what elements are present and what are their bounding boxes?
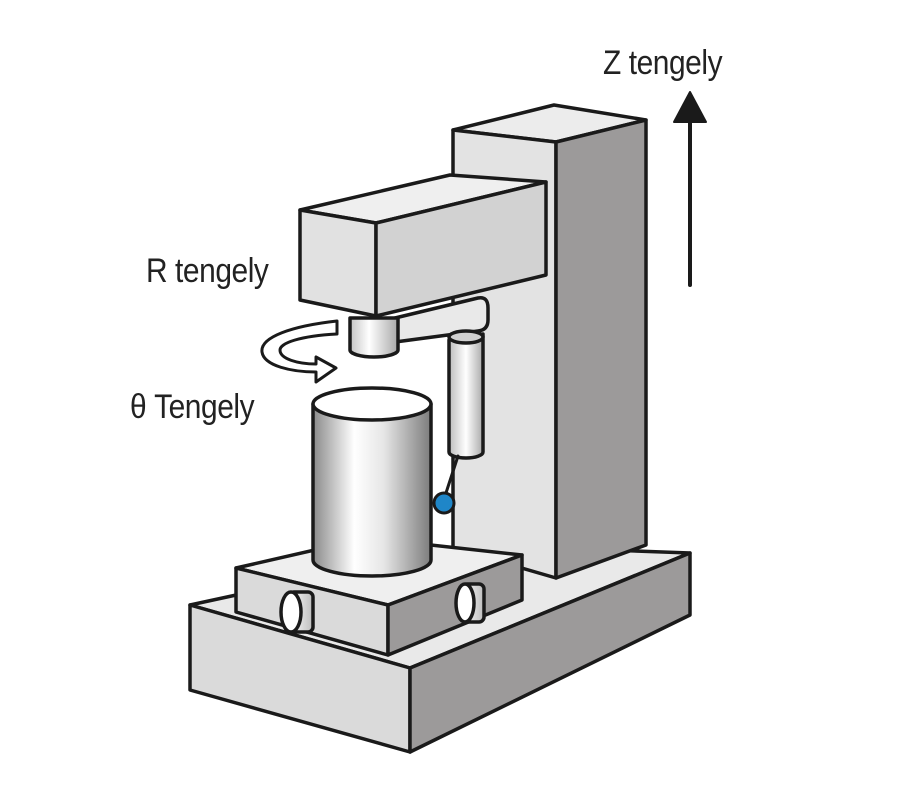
stylus-stem [443,454,460,498]
column-right-face [554,118,648,580]
knob-right[interactable] [454,582,486,624]
arm-right-face [374,180,548,318]
spindle [348,316,400,359]
stylus-ball-icon [432,491,456,515]
theta-axis-label: θ Tengely [130,388,255,426]
up-arrow-icon [673,91,707,287]
probe-tube [447,329,485,460]
r-axis-label: R tengely [146,252,269,290]
arm-front-face [298,208,378,318]
workpiece-cylinder [311,386,433,578]
horizontal-arm [298,173,548,318]
knob-left[interactable] [279,590,315,634]
curved-rotation-arrow-icon [260,319,339,384]
base-right-face [408,551,692,754]
z-axis-label: Z tengely [603,44,723,82]
